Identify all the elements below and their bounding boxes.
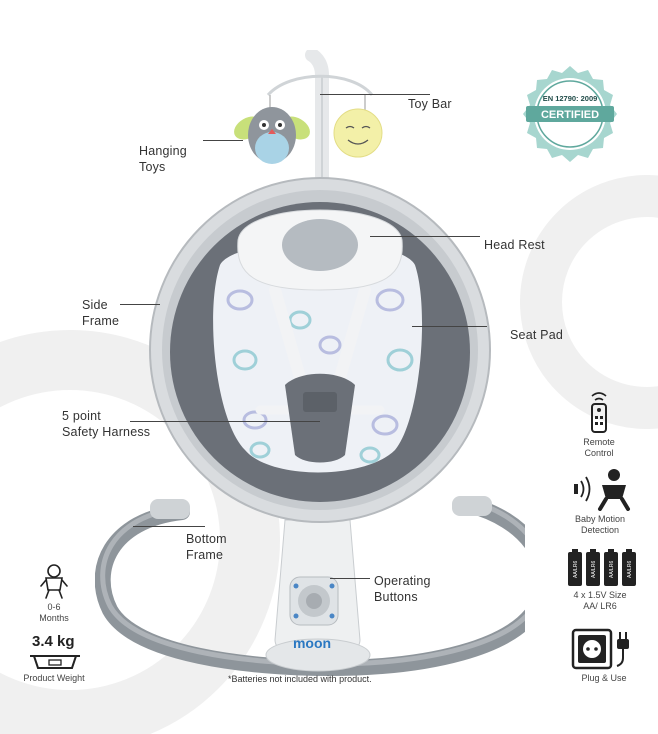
label-hanging-toys: Hanging Toys	[139, 144, 187, 174]
baby-swing-illustration: moon	[95, 50, 525, 677]
plug-socket-icon	[571, 628, 629, 670]
certified-badge: EN 12790: 2009 CERTIFIED	[523, 66, 617, 162]
brand-logo: moon	[293, 635, 331, 651]
label-head-rest: Head Rest	[484, 238, 545, 252]
weighing-scale-icon	[30, 655, 80, 669]
owl-toy	[234, 107, 310, 164]
label-operating-buttons: Operating Buttons	[374, 574, 431, 604]
callout-line-operating-buttons	[330, 578, 370, 579]
label-bottom-frame: Bottom Frame	[186, 532, 227, 562]
callout-line-bottom-frame	[133, 526, 205, 527]
callout-line-toy-bar	[320, 94, 430, 95]
baby-motion-detection-icon	[574, 469, 630, 511]
battery-label: AA/LR6	[609, 561, 615, 578]
batteries-icon: AA/LR6 AA/LR6 AA/LR6 AA/LR6	[568, 549, 636, 586]
callout-line-side-frame	[120, 304, 160, 305]
operating-buttons-panel	[289, 576, 339, 626]
baby-icon	[40, 564, 68, 599]
remote-control-icon	[591, 392, 607, 433]
toy-bar	[266, 50, 374, 202]
product-weight-value: 3.4 kg	[32, 633, 75, 650]
callout-line-hanging-toys	[203, 140, 243, 141]
caption-product-weight: Product Weight	[23, 673, 85, 683]
battery-label: AA/LR6	[591, 561, 597, 578]
batteries-footnote: *Batteries not included with product.	[228, 674, 372, 684]
callout-line-seat-pad	[412, 326, 487, 327]
callout-line-head-rest	[370, 236, 480, 237]
head-rest	[237, 209, 403, 291]
badge-standard: EN 12790: 2009	[543, 94, 598, 103]
label-toy-bar: Toy Bar	[408, 97, 452, 111]
label-side-frame: Side Frame	[82, 298, 120, 328]
label-seat-pad: Seat Pad	[510, 328, 564, 342]
battery-label: AA/LR6	[573, 561, 579, 578]
callout-line-safety-harness	[130, 421, 320, 422]
caption-plug-and-use: Plug & Use	[581, 673, 627, 683]
seat-pad	[213, 242, 423, 473]
smiley-toy	[333, 108, 383, 158]
safety-harness	[255, 284, 385, 463]
badge-status: CERTIFIED	[541, 109, 599, 121]
battery-label: AA/LR6	[627, 561, 633, 578]
label-safety-harness: 5 point Safety Harness	[62, 409, 151, 439]
